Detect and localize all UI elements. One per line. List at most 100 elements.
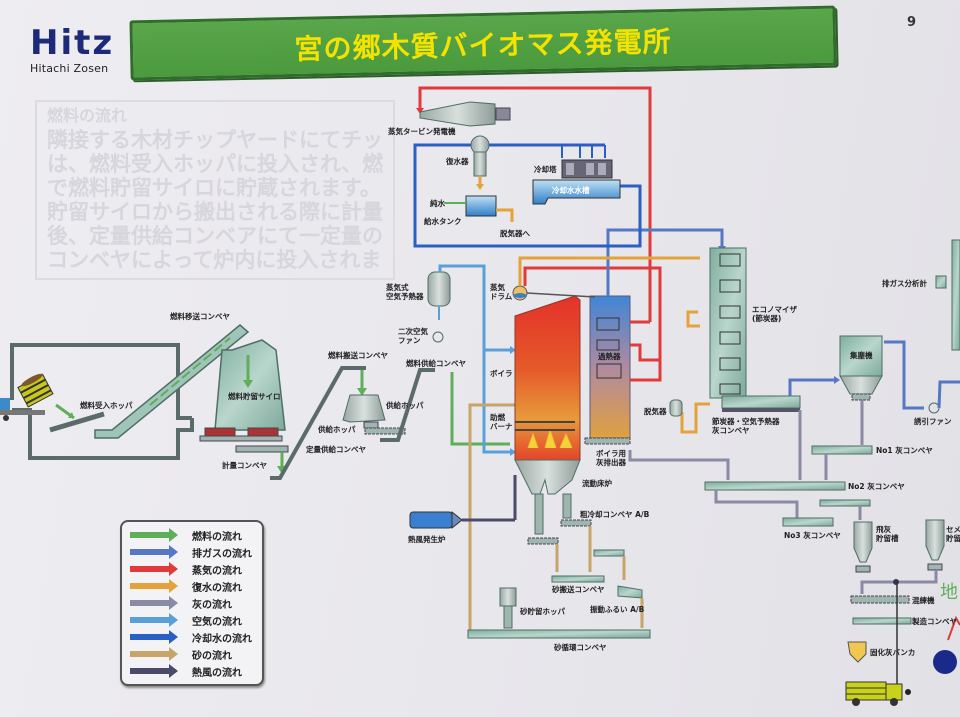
fuel-storage-silo	[214, 339, 286, 431]
label-cement-silo: セメ貯留	[946, 525, 960, 543]
no1-ash-conveyor	[811, 445, 873, 455]
legend-label: 空気の流れ	[192, 617, 242, 628]
label-no2-ash-conveyor: No2 灰コンベヤ	[848, 481, 905, 491]
faded-line: は、燃料受入ホッパに投入され、燃料	[47, 152, 383, 176]
label-boiler-ash-discharger: ボイラ用灰排出器	[596, 448, 626, 467]
legend-arrow-icon	[130, 545, 178, 559]
supply-hopper	[342, 394, 386, 423]
fly-ash-silo	[853, 521, 873, 563]
label-supply-hopper: 供給ホッパ	[385, 400, 424, 410]
logo-main: Hitz	[30, 23, 115, 63]
label-metering-conveyor: 計量コンベヤ	[222, 460, 267, 470]
feed-water-tank	[465, 195, 497, 217]
cooling-tower	[561, 145, 613, 179]
globe-icon	[933, 650, 957, 674]
faded-line: 貯留サイロから搬出される際に計量コ	[47, 200, 383, 224]
vibrating-screen	[617, 585, 643, 599]
label-economizer-ash-conveyor: 節炭器・空気予熱器灰コンベヤ	[712, 416, 780, 435]
legend-arrow-icon	[130, 579, 178, 593]
label-fly-ash-silo: 飛灰貯留槽	[875, 524, 899, 543]
label-steam-air-preheater: 蒸気式空気予熱器	[386, 282, 424, 301]
steam-air-preheater	[427, 271, 451, 343]
faded-line: で燃料貯留サイロに貯蔵されます。	[47, 176, 381, 200]
boiler	[514, 295, 631, 545]
faded-line: 隣接する木材チップヤードにてチッ	[47, 128, 383, 152]
sand-circulation-conveyor	[467, 629, 651, 639]
label-exhaust-gas-analyzer: 排ガス分析計	[882, 278, 927, 288]
label-sand-transfer-conveyor: 砂搬送コンベヤ	[552, 584, 605, 594]
label-boiler: ボイラ	[490, 368, 513, 378]
label-hot-air-generator: 熱風発生炉	[408, 534, 446, 544]
legend-label: 燃料の流れ	[192, 532, 242, 543]
label-supply-hopper-2: 供給ホッパ	[317, 424, 356, 434]
legend-arrow-icon	[130, 613, 178, 627]
label-fluidized-bed: 流動床炉	[582, 478, 612, 488]
bag-filter	[839, 335, 883, 401]
label-sand-storage-hopper: 砂貯留ホッパ	[520, 606, 565, 616]
decorative-kanji-fragment: 地	[940, 582, 958, 603]
label-induced-draft-fan: 誘引ファン	[914, 416, 952, 426]
faded-heading: 燃料の流れ	[47, 106, 128, 125]
delivery-truck-icon	[0, 373, 54, 421]
legend-arrow-icon	[130, 664, 178, 678]
label-coarse-ash-conveyor: 粗冷却コンベヤ A/B	[580, 509, 650, 519]
label-steam-drum: 蒸気ドラム	[490, 282, 513, 301]
label-cooling-water-tank: 冷却水水槽	[552, 185, 590, 195]
faded-description-box: 燃料の流れ 隣接する木材チップヤードにてチッ は、燃料受入ホッパに投入され、燃料…	[35, 100, 395, 280]
sand-transfer-conveyor	[551, 575, 605, 583]
label-fixed-supply-conveyor: 定量供給コンベヤ	[306, 444, 366, 454]
hitz-logo: Hitz Hitachi Zosen	[30, 26, 114, 75]
label-mixer: 混練機	[912, 595, 935, 605]
label-steam-turbine-generator: 蒸気タービン発電機	[388, 126, 456, 136]
label-deaerator: 脱気器	[644, 406, 667, 416]
sand-storage-hopper	[499, 587, 517, 607]
steam-drum	[512, 285, 528, 301]
cement-silo	[925, 519, 945, 561]
ash-bunker	[847, 641, 867, 663]
legend-arrow-icon	[130, 596, 178, 610]
faded-line: 後、定量供給コンベアにて一定量の	[47, 224, 383, 248]
label-ash-bunker: 固化灰バンカ	[870, 647, 915, 657]
steam-turbine-generator	[419, 101, 511, 177]
label-cooling-tower: 冷却塔	[534, 164, 557, 174]
label-startup-burner: 助燃バーナ	[490, 412, 513, 431]
legend-arrow-icon	[130, 562, 178, 576]
page-number: 9	[907, 15, 917, 30]
legend-label: 排ガスの流れ	[192, 549, 252, 560]
deaerator	[669, 399, 683, 417]
dump-truck-icon	[845, 681, 903, 706]
flow-legend: 燃料の流れ 排ガスの流れ 蒸気の流れ 復水の流れ 灰の流れ 空気の流れ 冷却水の…	[120, 520, 264, 686]
logo-subtitle: Hitachi Zosen	[30, 62, 109, 75]
mixer	[850, 595, 910, 604]
label-fuel-receiving-hopper: 燃料受入ホッパ	[80, 400, 133, 410]
label-economizer: エコノマイザ(節炭器)	[752, 305, 797, 323]
no3-ash-conveyor	[782, 517, 834, 527]
legend-arrow-icon	[130, 528, 178, 542]
label-superheater: 過熱器	[598, 351, 621, 361]
legend-label: 灰の流れ	[192, 600, 232, 611]
exhaust-gas-analyzer	[935, 275, 947, 289]
label-pure-water: 純水	[430, 198, 445, 208]
label-no3-ash-conveyor: No3 灰コンベヤ	[784, 530, 841, 540]
legend-label: 冷却水の流れ	[192, 634, 252, 645]
legend-label: 熱風の流れ	[192, 668, 242, 679]
legend-arrow-icon	[130, 647, 178, 661]
label-to-deaerator: 脱気器へ	[500, 228, 530, 238]
economizer	[709, 247, 801, 412]
hot-air-generator	[409, 475, 517, 530]
label-fuel-conveyor: 燃料搬送コンベヤ	[328, 350, 388, 360]
label-vibrating-screen: 振動ふるい A/B	[590, 604, 645, 614]
label-sand-circulation-conveyor: 砂循環コンベヤ	[554, 642, 607, 652]
legend-label: 蒸気の流れ	[192, 566, 242, 577]
label-no1-ash-conveyor: No1 灰コンベヤ	[876, 445, 933, 455]
label-recycle-conveyor: 製造コンベヤ	[911, 616, 957, 626]
label-feed-water-tank: 給水タンク	[424, 216, 462, 226]
induced-draft-fan-icon	[928, 402, 940, 414]
legend-label: 砂の流れ	[192, 651, 232, 662]
label-fuel-storage-silo: 燃料貯留サイロ	[228, 391, 281, 401]
faded-line: コンベヤによって炉内に投入されます	[47, 248, 383, 272]
label-bag-filter: 集塵機	[849, 350, 873, 360]
legend-arrow-icon	[130, 630, 178, 644]
legend-label: 復水の流れ	[192, 583, 242, 594]
